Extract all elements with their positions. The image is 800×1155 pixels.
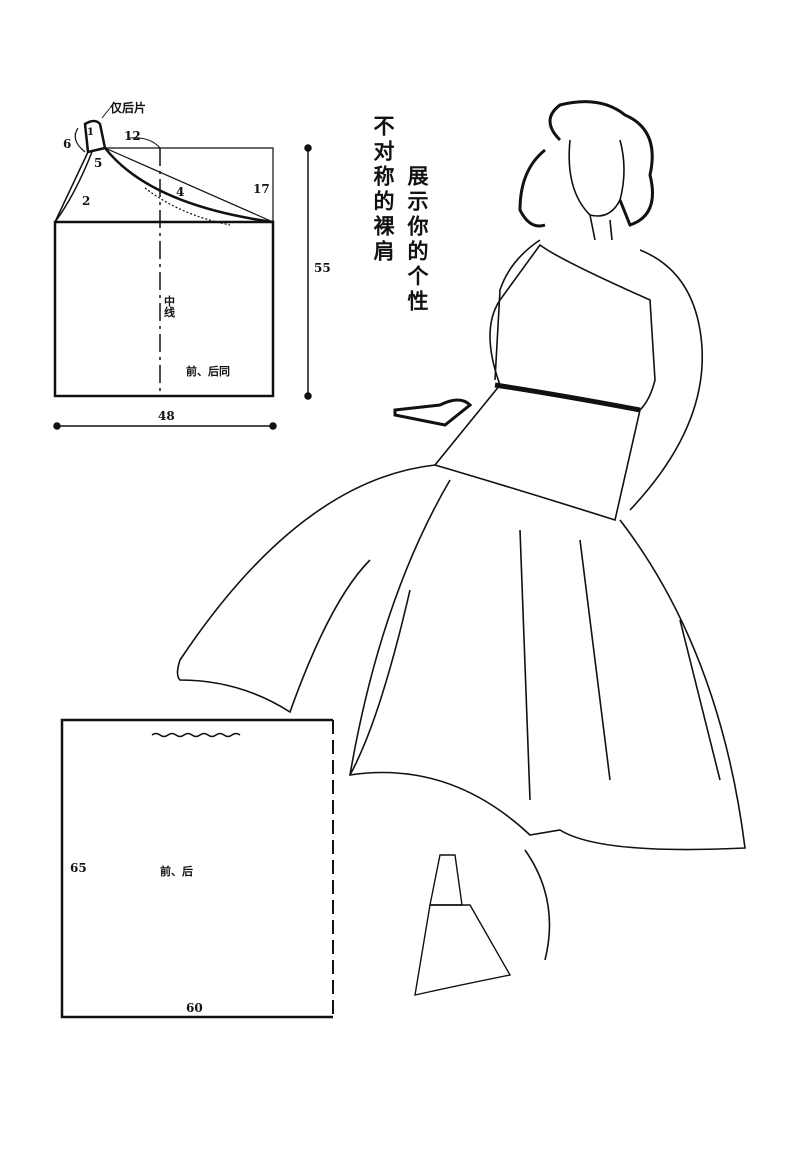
dim-shoulder: 12 bbox=[124, 129, 141, 143]
neckline-curve bbox=[104, 147, 274, 224]
skirt-left bbox=[176, 464, 436, 714]
headline-line2: 展示你的个性 bbox=[405, 165, 429, 315]
skirt-pattern bbox=[60, 718, 334, 1019]
strap bbox=[83, 119, 107, 154]
dim-bodice-width: 48 bbox=[158, 409, 175, 423]
back-only-note: 仅后片 bbox=[110, 101, 147, 115]
dim-skirt-length: 65 bbox=[70, 861, 87, 875]
center-line-label: 中线 bbox=[164, 295, 175, 319]
dim-skirt-width: 60 bbox=[186, 1001, 203, 1015]
skirt-piece-note: 前、后 bbox=[160, 865, 193, 878]
dim-strap-width: 6 bbox=[63, 137, 72, 151]
dim-17: 17 bbox=[253, 182, 270, 196]
dim-strap-num: 1 bbox=[87, 127, 94, 138]
dim-2: 2 bbox=[82, 194, 91, 208]
model-figure bbox=[176, 100, 746, 961]
bodice-pattern bbox=[53, 107, 312, 430]
dim-5: 5 bbox=[94, 156, 103, 170]
top bbox=[489, 243, 656, 411]
dim-bodice-length: 55 bbox=[314, 261, 331, 275]
dim-4: 4 bbox=[176, 185, 185, 199]
bodice-piece-note: 前、后同 bbox=[186, 365, 230, 378]
small-dress-sketch bbox=[414, 854, 512, 996]
headline-line1: 不对称的裸肩 bbox=[371, 115, 395, 265]
